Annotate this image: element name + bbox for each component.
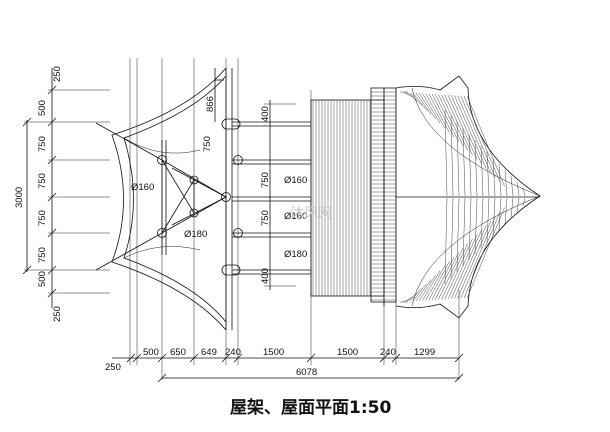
left-dim-4: 750 (37, 210, 48, 226)
bottom-dim-5: 1500 (263, 347, 284, 358)
inner-dim-0: 866 (205, 96, 216, 112)
left-dim-1: 500 (37, 100, 48, 116)
bottom-dimension-chain: 250 500 650 649 240 1500 1500 240 1299 6… (105, 347, 464, 383)
bottom-dim-0: 250 (105, 362, 121, 373)
inner-dim-3: 750 (260, 172, 271, 188)
right-roof-surface (310, 75, 541, 319)
bottom-total-dim: 6078 (296, 367, 317, 378)
left-dim-6: 500 (37, 271, 48, 287)
inner-dim-2: 750 (202, 136, 213, 152)
bottom-dim-1: 500 (143, 347, 159, 358)
bottom-dim-7: 240 (380, 347, 396, 358)
bottom-dim-4: 240 (225, 347, 241, 358)
left-dim-3: 750 (37, 173, 48, 189)
left-dim-5: 750 (37, 247, 48, 263)
inner-dim-4: 750 (260, 210, 271, 226)
left-dim-0: 250 (52, 66, 63, 82)
pipe-label-4: Ø180 (284, 249, 307, 260)
pipe-label-1: Ø180 (184, 229, 207, 240)
left-dim-2: 750 (37, 136, 48, 152)
inner-dimension-chain: 866 400 750 750 750 400 (202, 68, 296, 290)
pipe-label-3: Ø160 (284, 211, 307, 222)
pipe-labels: Ø160 Ø180 Ø160 Ø160 Ø180 (131, 175, 307, 260)
bottom-dim-3: 649 (201, 347, 217, 358)
drawing-title: 屋架、屋面平面1:50 (230, 398, 392, 418)
inner-dim-5: 400 (260, 268, 271, 284)
watermark-text: 沐风网 (290, 206, 332, 222)
inner-dim-1: 400 (260, 106, 271, 122)
bottom-dim-6: 1500 (337, 347, 358, 358)
left-dim-7: 250 (52, 306, 63, 322)
pipe-label-2: Ø160 (284, 175, 307, 186)
left-dimension-chain: 250 500 750 750 750 750 500 250 3000 (14, 66, 110, 322)
bottom-dim-2: 650 (170, 347, 186, 358)
bottom-dim-8: 1299 (414, 347, 435, 358)
pipe-label-0: Ø160 (131, 182, 154, 193)
left-total-dim: 3000 (14, 187, 25, 208)
left-roof-outline (95, 67, 311, 331)
